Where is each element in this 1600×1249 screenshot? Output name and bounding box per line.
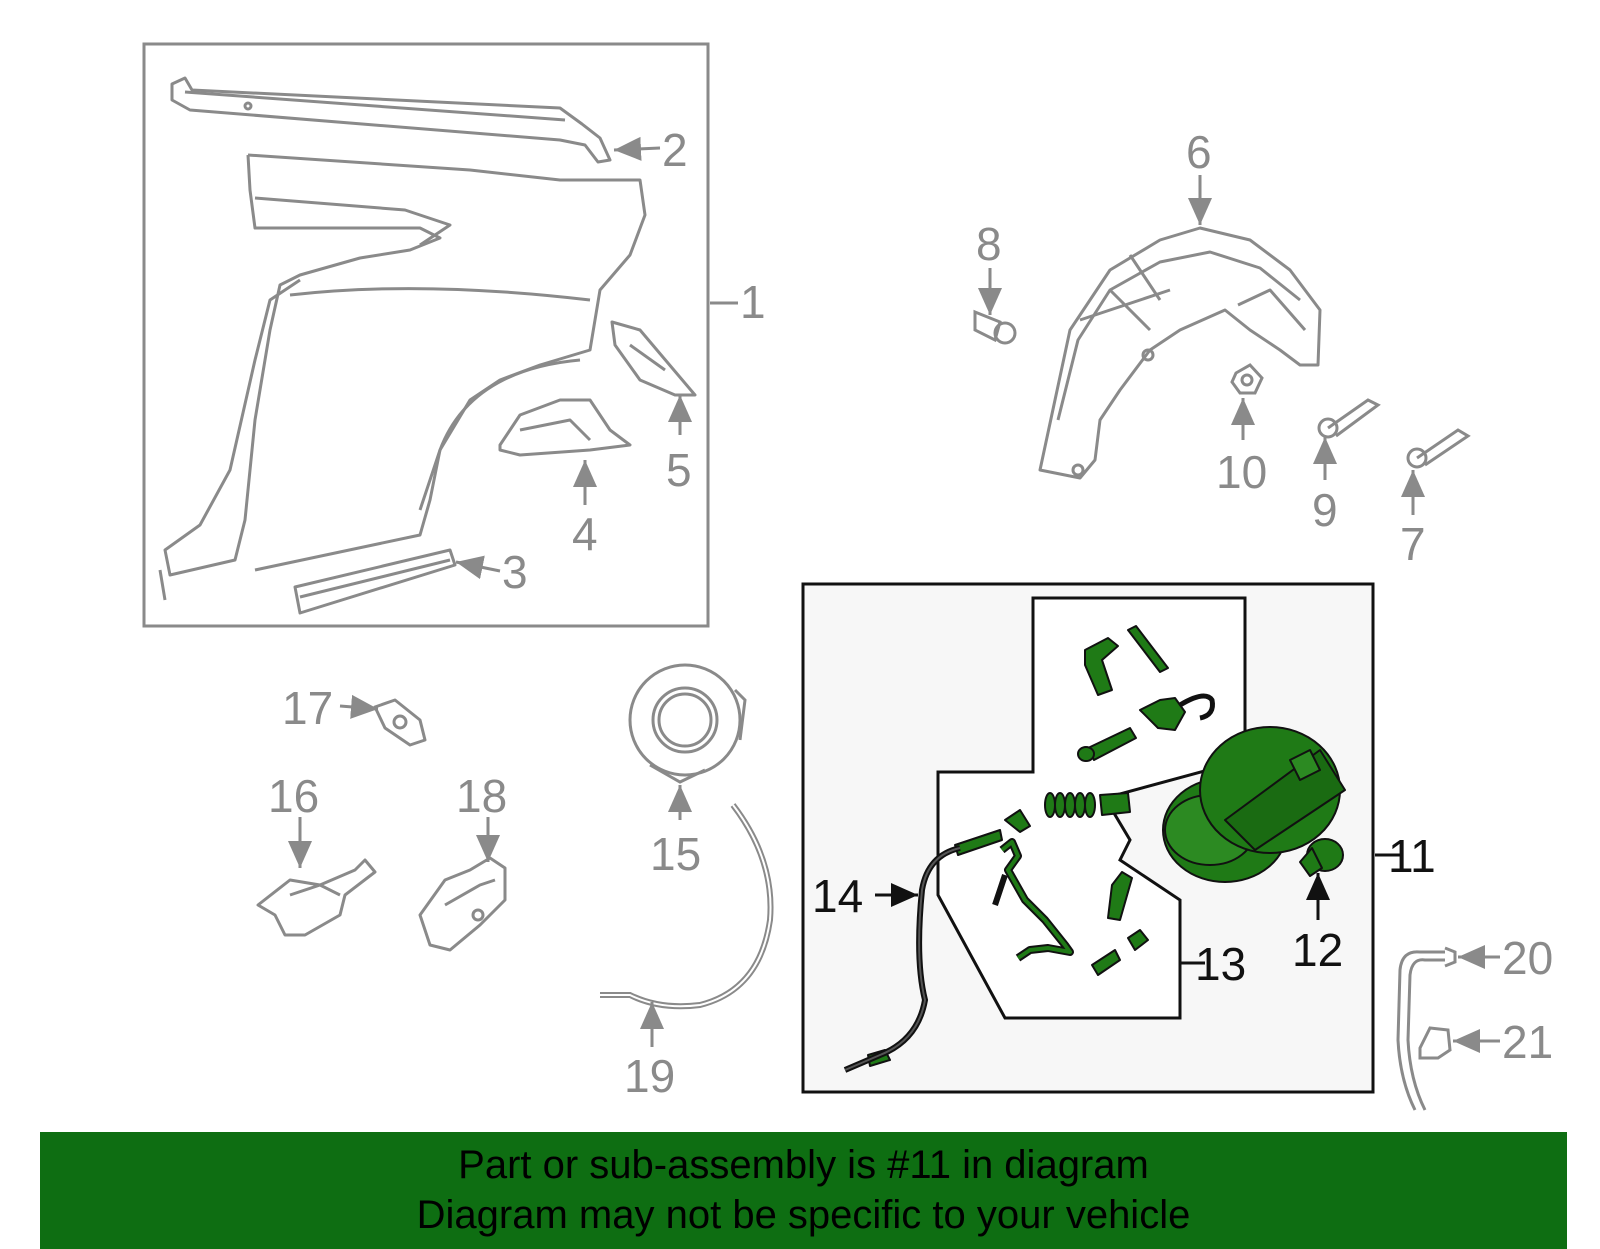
callout-19: 19 [624,1050,675,1102]
fuel-filler-housing-drawing [628,663,747,784]
fuel-door-parts-highlight [867,625,1346,1067]
callout-13: 13 [1195,938,1246,990]
callout-21: 21 [1502,1016,1553,1068]
callout-14: 14 [812,870,863,922]
callout-6: 6 [1186,126,1212,178]
info-banner: Part or sub-assembly is #11 in diagram D… [40,1132,1567,1249]
small-brackets-drawing [256,698,507,952]
callout-3: 3 [502,546,528,598]
callout-16: 16 [268,770,319,822]
callout-5: 5 [666,444,692,496]
callout-10: 10 [1216,446,1267,498]
fasteners-drawing [973,309,1471,469]
callout-1: 1 [740,276,766,328]
callout-8: 8 [976,218,1002,270]
callout-11: 11 [1388,830,1436,882]
callout-2: 2 [662,124,688,176]
quarter-panel-box [142,42,710,628]
banner-line-2: Diagram may not be specific to your vehi… [416,1193,1191,1237]
banner-line-1: Part or sub-assembly is #11 in diagram [458,1143,1149,1187]
callout-4: 4 [572,508,598,560]
leader-lines [288,136,1500,1053]
hose-clip-drawing [1396,946,1457,1111]
callout-7: 7 [1400,518,1426,570]
callout-17: 17 [282,682,333,734]
callout-20: 20 [1502,932,1553,984]
wheelhouse-liner-drawing [1038,226,1322,480]
callout-12: 12 [1292,924,1343,976]
callout-labels: 1 2 3 4 5 6 7 8 9 10 11 12 13 14 15 16 1… [268,124,1553,1102]
callout-15: 15 [650,828,701,880]
callout-18: 18 [456,770,507,822]
callout-9: 9 [1312,484,1338,536]
